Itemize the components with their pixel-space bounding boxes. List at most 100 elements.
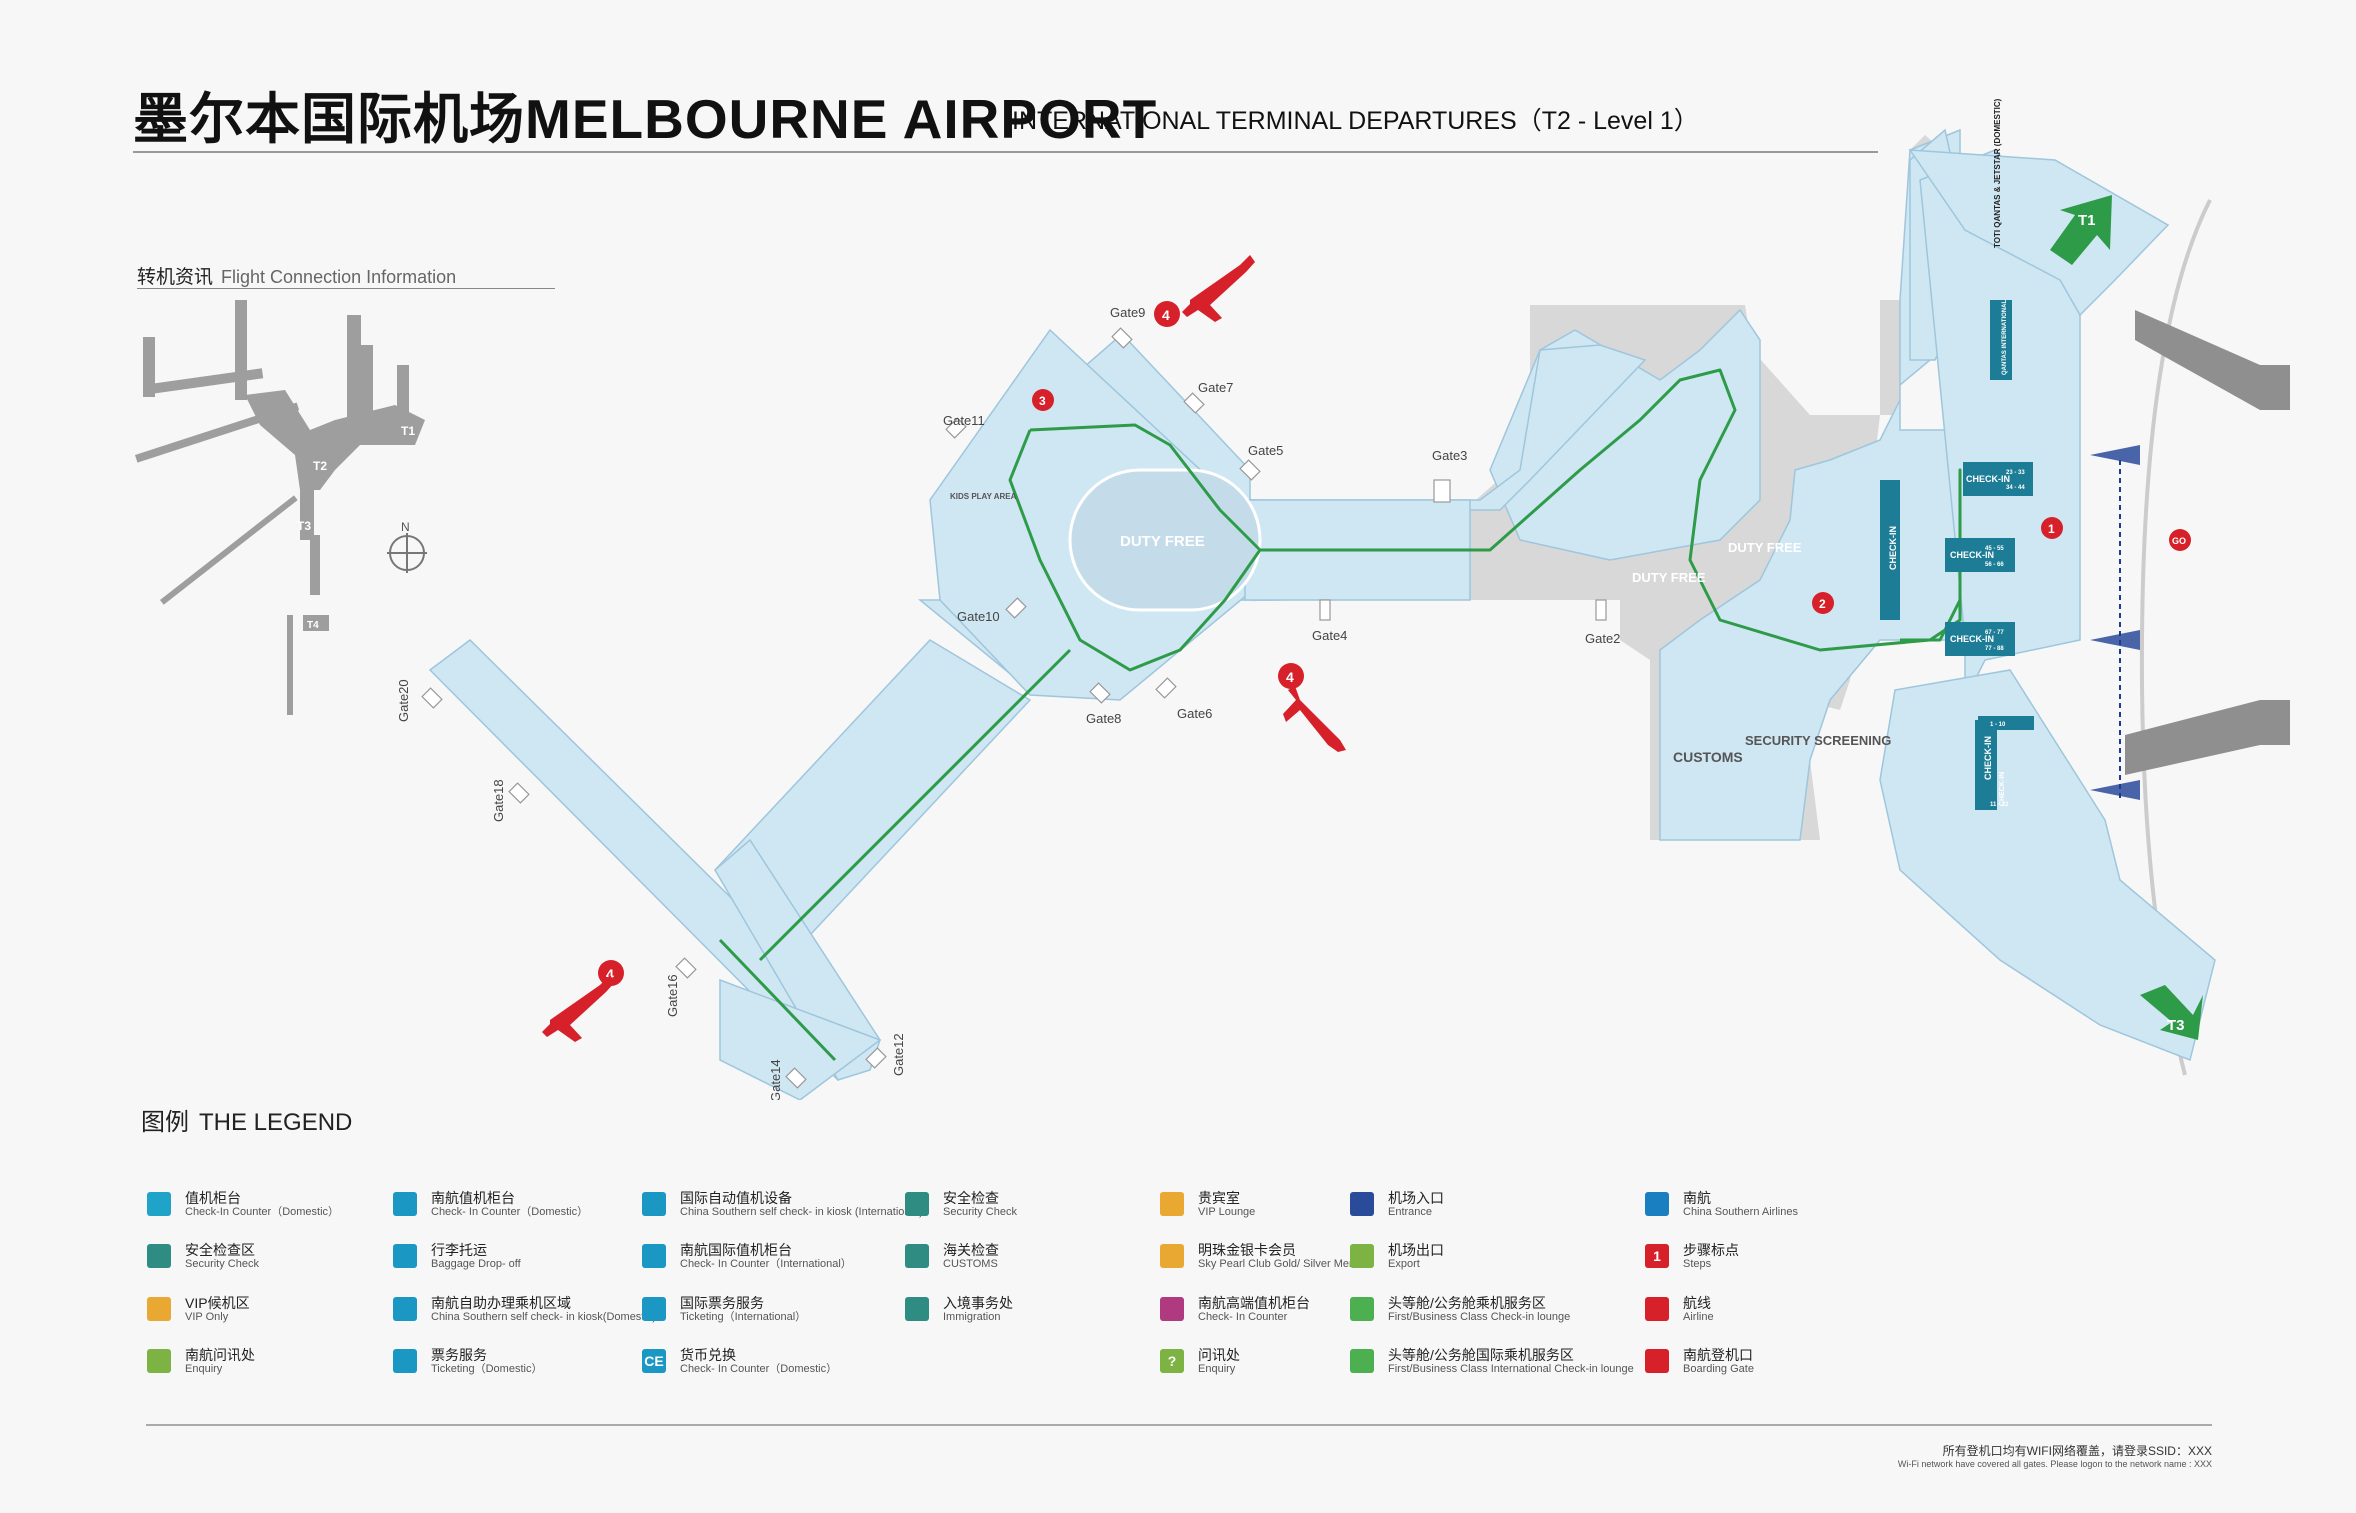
cs-check-in-icon bbox=[393, 1192, 417, 1216]
legend-item-sublabel: Enquiry bbox=[1198, 1363, 1236, 1375]
overview-label-t2: T2 bbox=[313, 459, 327, 473]
pier-tip bbox=[719, 978, 882, 1100]
vip-area-icon bbox=[147, 1297, 171, 1321]
legend-item-label: 明珠金银卡会员 bbox=[1198, 1242, 1296, 1258]
gate-label-18: Gate18 bbox=[491, 779, 506, 822]
immigration-icon bbox=[905, 1297, 929, 1321]
legend-item-label: 国际自动值机设备 bbox=[680, 1190, 792, 1206]
legend-item-sublabel: Ticketing（Domestic） bbox=[431, 1363, 543, 1375]
legend-item-label: 海关检查 bbox=[943, 1242, 999, 1258]
north-compass-icon: N bbox=[387, 520, 427, 573]
boarding-gate-icon bbox=[1645, 1349, 1669, 1373]
overview-t3 bbox=[300, 490, 314, 540]
legend-item-label: 南航 bbox=[1683, 1190, 1711, 1206]
gate-label-16: Gate16 bbox=[665, 974, 680, 1017]
go-badge-label: GO bbox=[2172, 536, 2186, 546]
legend-item-sublabel: Enquiry bbox=[185, 1363, 223, 1375]
legend-item-label: 航线 bbox=[1683, 1295, 1711, 1311]
legend-item-sublabel: Sky Pearl Club Gold/ Silver Member bbox=[1198, 1258, 1375, 1270]
legend-item-sublabel: Check- In Counter（International） bbox=[680, 1258, 852, 1270]
legend-item-sublabel: Security Check bbox=[943, 1206, 1017, 1218]
legend-item-sublabel: China Southern Airlines bbox=[1683, 1206, 1798, 1218]
customs-label: CUSTOMS bbox=[1673, 749, 1743, 765]
legend-item-sublabel: Security Check bbox=[185, 1258, 259, 1270]
legend-item-label: 步骤标点 bbox=[1683, 1242, 1739, 1258]
gate-label-10: Gate10 bbox=[957, 609, 1000, 624]
legend-item-label: 值机柜台 bbox=[185, 1190, 241, 1206]
page-subtitle: INTERNATIONAL TERMINAL DEPARTURES（T2 - L… bbox=[1012, 107, 1699, 135]
security-check-area-icon bbox=[147, 1244, 171, 1268]
premium-check-in-icon bbox=[1160, 1297, 1184, 1321]
duty-free-label-3: DUTY FREE bbox=[1632, 570, 1706, 585]
check-in-counter-4 bbox=[1880, 480, 1900, 620]
legend-item-label: VIP候机区 bbox=[185, 1295, 250, 1311]
gate-label-6: Gate6 bbox=[1177, 706, 1212, 721]
airplane-icon-north bbox=[1182, 255, 1255, 322]
airline-route-icon bbox=[1645, 1297, 1669, 1321]
wifi-notice-en: Wi-Fi network have covered all gates. Pl… bbox=[1897, 1459, 2212, 1469]
self-kiosk-domestic-icon bbox=[393, 1297, 417, 1321]
check-in-counter-2 bbox=[1945, 538, 2015, 572]
airplane-icon-southwest bbox=[542, 975, 615, 1042]
gate-label-5: Gate5 bbox=[1248, 443, 1283, 458]
legend-item-label: 票务服务 bbox=[431, 1347, 487, 1363]
vip-lounge-icon bbox=[1160, 1192, 1184, 1216]
check-in-range-4: 56 - 66 bbox=[1985, 562, 2004, 568]
entrance-icon bbox=[1350, 1192, 1374, 1216]
overview-pier-c bbox=[235, 300, 247, 400]
ticketing-domestic-icon bbox=[393, 1349, 417, 1373]
legend-item-sublabel: Check- In Counter bbox=[1198, 1311, 1288, 1323]
gate-label-2: Gate2 bbox=[1585, 631, 1620, 646]
security-screening-label: SECURITY SCREENING bbox=[1745, 733, 1891, 748]
security-check-icon bbox=[905, 1192, 929, 1216]
legend-item-label: 南航问讯处 bbox=[185, 1347, 255, 1363]
check-in-label-2: CHECK-IN bbox=[1950, 550, 1994, 560]
qantas-label: QANTAS INTERNATIONAL bbox=[2002, 300, 2008, 375]
step-marker-4c-label: 4 bbox=[606, 966, 614, 982]
legend-item-sublabel: Immigration bbox=[943, 1311, 1001, 1323]
t1-arrow-icon: T1 bbox=[2050, 195, 2112, 265]
step-marker-4c-icon: 4 bbox=[598, 960, 624, 986]
page-title: 墨尔本国际机场MELBOURNE AIRPORT bbox=[133, 88, 1158, 150]
legend-item-label: 安全检查 bbox=[943, 1190, 999, 1206]
check-in-label-1: CHECK-IN bbox=[1966, 474, 2010, 484]
legend-divider bbox=[146, 1424, 2212, 1426]
duty-free-label-1: DUTY FREE bbox=[1120, 533, 1205, 550]
overview-label-t3: T3 bbox=[297, 519, 311, 533]
north-label: N bbox=[401, 520, 410, 534]
legend-item-sublabel: VIP Only bbox=[185, 1311, 229, 1323]
wifi-notice: 所有登机口均有WIFI网络覆盖，请登录SSID：XXX Wi-Fi networ… bbox=[1700, 1442, 2212, 1469]
step-marker-4b-label: 4 bbox=[1286, 669, 1294, 685]
enquiry-icon: ? bbox=[1160, 1349, 1184, 1373]
connection-heading-zh: 转机资讯 bbox=[137, 267, 214, 288]
legend-item-label: 南航国际值机柜台 bbox=[680, 1242, 792, 1258]
check-in-range-2: 34 - 44 bbox=[2006, 485, 2025, 491]
check-in-counter-6 bbox=[1978, 716, 2034, 730]
terminal-map: T1 T3 CHECK-IN 23 - 33 34 - 44 CHECK-IN … bbox=[396, 98, 2290, 1100]
kids-play-area-label: KIDS PLAY AREA bbox=[950, 492, 1017, 501]
check-in-range-8: 11 - 22 bbox=[1990, 802, 2009, 808]
pier-joint bbox=[714, 838, 881, 1081]
airplane-icon-east bbox=[1283, 686, 1346, 752]
check-in-range-3: 45 - 55 bbox=[1985, 546, 2004, 552]
overview-pier-b bbox=[143, 368, 264, 395]
check-in-label-6: CHECK-IN bbox=[1999, 772, 2006, 806]
baggage-drop-icon bbox=[393, 1244, 417, 1268]
overview-pier-h bbox=[160, 495, 298, 605]
title-divider bbox=[133, 151, 1878, 153]
overview-t4-box bbox=[303, 615, 329, 631]
south-hall-area bbox=[1879, 669, 2216, 1062]
check-in-counter-1 bbox=[1963, 462, 2033, 496]
